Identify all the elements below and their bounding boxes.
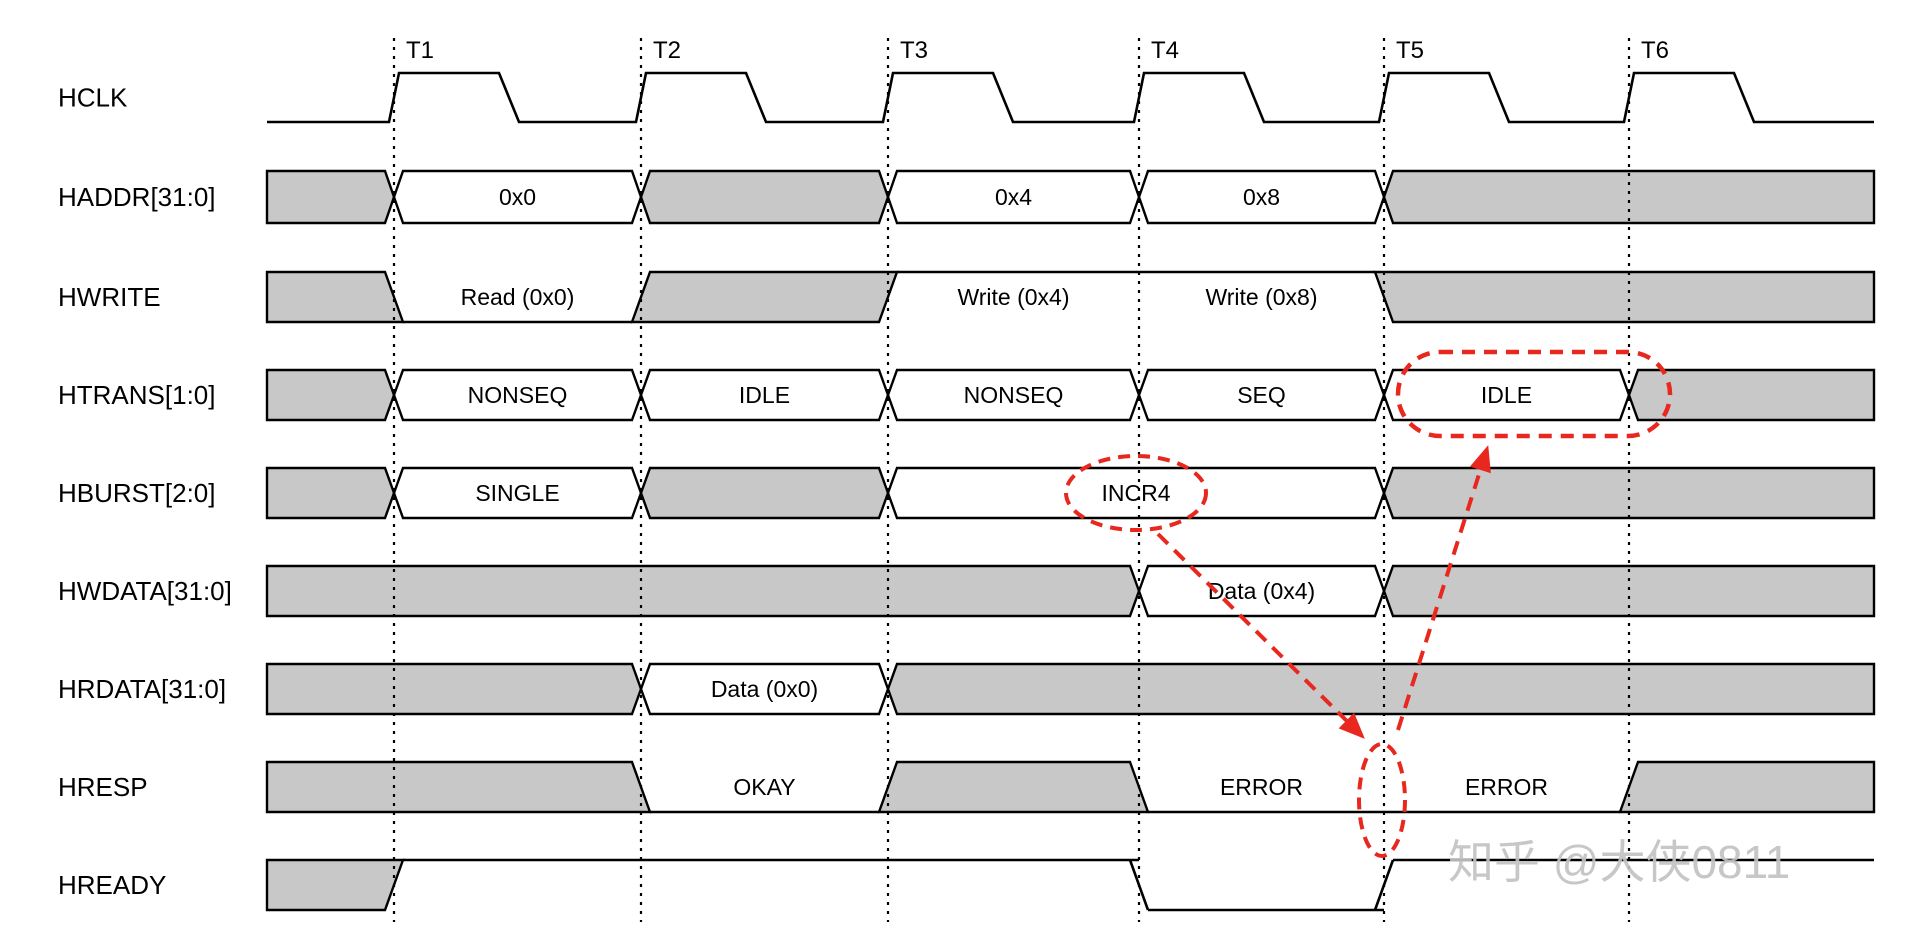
hresp-transition-highlight — [1357, 742, 1407, 858]
signal-name-haddr: HADDR[31:0] — [58, 182, 216, 212]
signal-hrdata: Data (0x0) — [265, 662, 1876, 716]
watermark: 知乎 @大侠0811 — [1448, 836, 1790, 888]
signal-name-hclk: HCLK — [58, 83, 128, 113]
invalid-segment — [265, 466, 396, 520]
signal-haddr: 0x0 0x4 0x8 — [265, 169, 1876, 225]
signal-name-hwdata: HWDATA[31:0] — [58, 576, 232, 606]
bus-value-label: IDLE — [739, 382, 790, 408]
level-value-label: ERROR — [1465, 774, 1548, 800]
clock-wave — [267, 71, 1874, 124]
signal-hclk — [267, 71, 1874, 124]
invalid-segment — [265, 564, 1141, 618]
signal-hwdata: Data (0x4) — [265, 564, 1876, 618]
signal-name-hrdata: HRDATA[31:0] — [58, 674, 226, 704]
bus-value-label: 0x8 — [1243, 184, 1280, 210]
invalid-segment — [265, 858, 405, 912]
bus-value-label: Data (0x0) — [711, 676, 818, 702]
signal-name-hburst: HBURST[2:0] — [58, 478, 216, 508]
level-value-label: Write (0x4) — [957, 284, 1069, 310]
invalid-segment — [886, 662, 1876, 716]
invalid-segment — [639, 466, 890, 520]
invalid-segment — [1382, 466, 1876, 520]
signal-htrans: NONSEQ IDLE NONSEQ SEQ IDLE — [265, 368, 1876, 422]
invalid-segment — [265, 270, 405, 324]
signal-name-hresp: HRESP — [58, 772, 148, 802]
signal-name-hwrite: HWRITE — [58, 282, 161, 312]
signal-hready — [265, 858, 1874, 912]
invalid-segment — [1382, 564, 1876, 618]
bus-value-label: SINGLE — [475, 480, 559, 506]
invalid-segment — [1382, 169, 1876, 225]
invalid-segment — [265, 169, 396, 225]
bus-value-label: 0x4 — [995, 184, 1032, 210]
invalid-segment — [639, 169, 890, 225]
level-value-label: ERROR — [1220, 774, 1303, 800]
signal-hwrite: Read (0x0) Write (0x4) Write (0x8) — [265, 270, 1876, 324]
bus-value-label: INCR4 — [1101, 480, 1170, 506]
invalid-segment — [1618, 760, 1876, 814]
signal-hresp: OKAY ERROR ERROR — [265, 760, 1876, 814]
signal-hburst: SINGLE INCR4 — [265, 466, 1876, 520]
tick-label-T2: T2 — [653, 37, 681, 64]
invalid-segment — [265, 662, 643, 716]
invalid-segment — [1627, 368, 1876, 422]
bus-value-label: SEQ — [1237, 382, 1286, 408]
signal-name-htrans: HTRANS[1:0] — [58, 380, 216, 410]
tick-label-T1: T1 — [406, 37, 434, 64]
idle-highlight-box — [1395, 349, 1673, 439]
tick-label-T3: T3 — [900, 37, 928, 64]
tick-label-T4: T4 — [1151, 37, 1179, 64]
signal-name-hready: HREADY — [58, 870, 166, 900]
grid-layer — [392, 38, 1631, 922]
incr4-highlight-ellipse — [1064, 454, 1208, 532]
bus-value-label: IDLE — [1481, 382, 1532, 408]
invalid-segment — [1373, 270, 1876, 324]
level-value-label: Read (0x0) — [461, 284, 575, 310]
tick-label-T5: T5 — [1396, 37, 1424, 64]
invalid-segment — [265, 368, 396, 422]
level-value-label: Write (0x8) — [1205, 284, 1317, 310]
bus-value-label: NONSEQ — [964, 382, 1064, 408]
tick-label-T6: T6 — [1641, 37, 1669, 64]
invalid-segment — [877, 760, 1150, 814]
arrow-incr4-to-hresp — [1156, 532, 1365, 739]
arrow-hresp-to-idle — [1396, 445, 1491, 731]
invalid-segment — [630, 270, 899, 324]
annotation-layer — [1064, 349, 1673, 858]
label-layer: HCLK HADDR[31:0] HWRITE HTRANS[1:0] HBURST[2… — [58, 37, 1669, 900]
bus-value-label: NONSEQ — [468, 382, 568, 408]
invalid-segment — [265, 760, 652, 814]
bus-value-label: 0x0 — [499, 184, 536, 210]
level-value-label: OKAY — [733, 774, 795, 800]
watermark-layer: 知乎 @大侠0811 — [1448, 836, 1790, 888]
